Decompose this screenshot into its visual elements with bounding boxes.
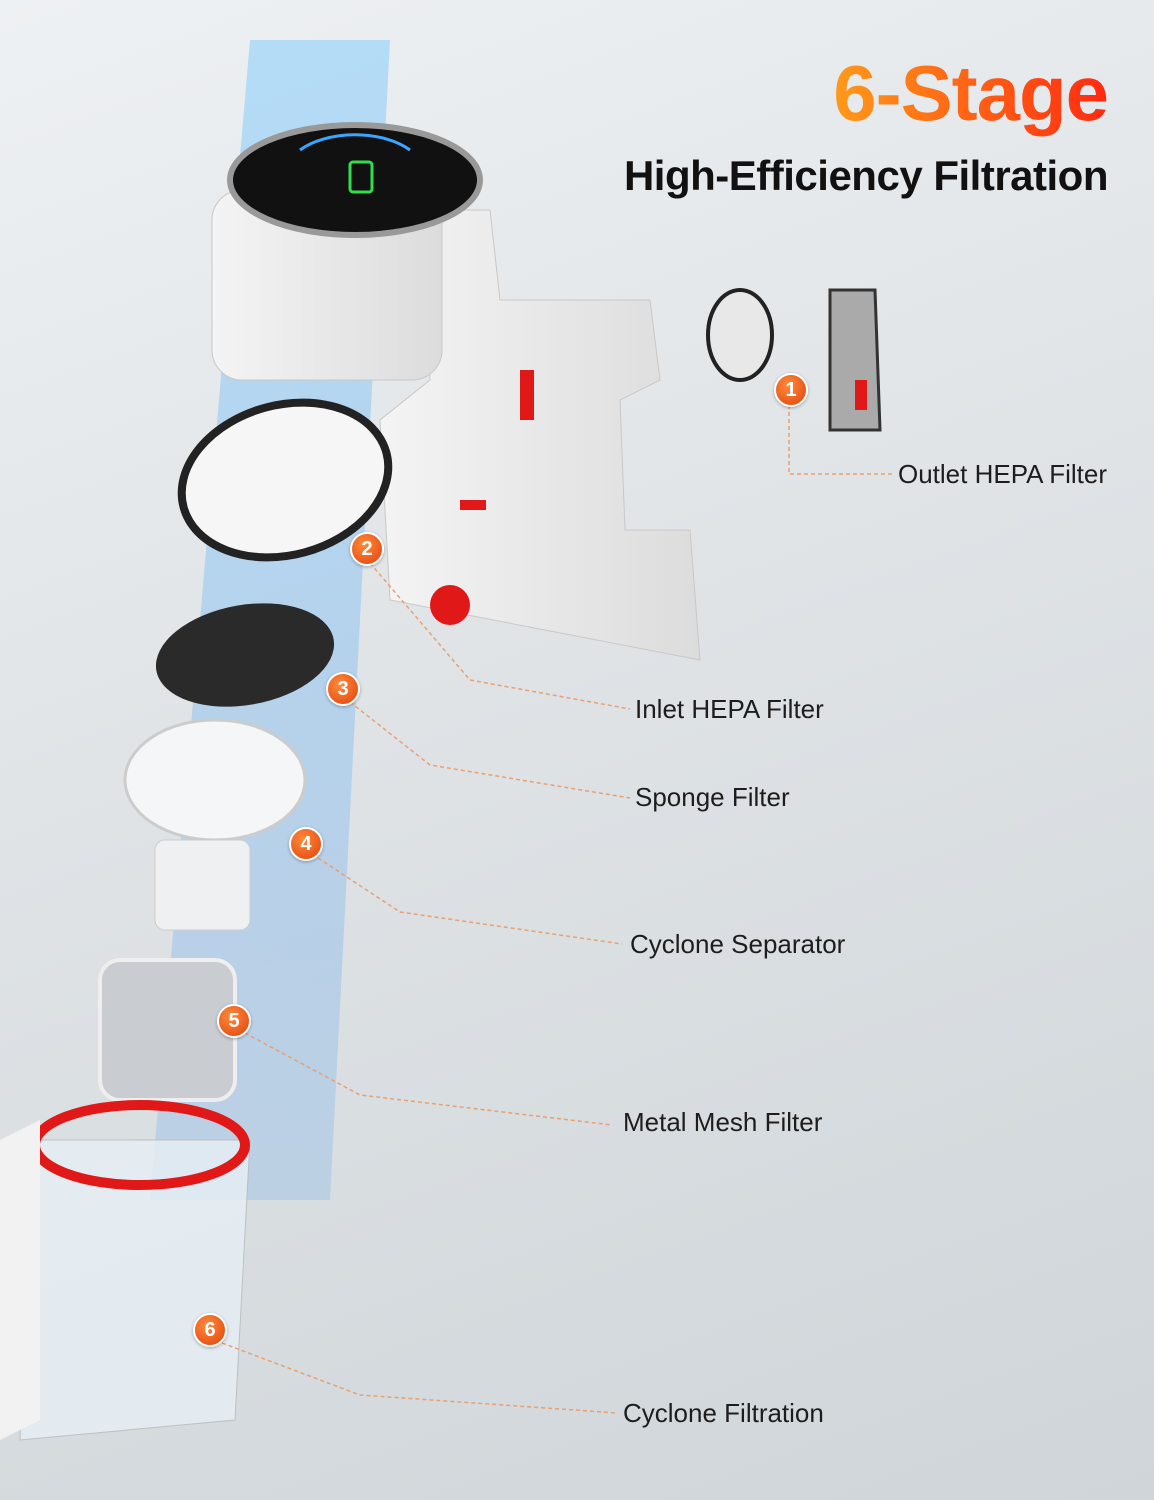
leader-lines bbox=[221, 405, 893, 1414]
cyclone-separator bbox=[123, 718, 307, 842]
vacuum-handle bbox=[379, 209, 701, 661]
stage-badge-1: 1 bbox=[774, 373, 808, 407]
headline-subtitle: High-Efficiency Filtration bbox=[623, 152, 1109, 199]
inlet-hepa-filter bbox=[177, 398, 393, 562]
stage-label-4: Cyclone Separator bbox=[630, 929, 846, 959]
stage-badge-3: 3 bbox=[326, 672, 360, 706]
stage-label-5: Metal Mesh Filter bbox=[623, 1107, 823, 1137]
release-button bbox=[430, 585, 470, 625]
stage-badge-5: 5 bbox=[217, 1004, 251, 1038]
stage-label-3: Sponge Filter bbox=[635, 782, 790, 812]
headline-title: 6-Stage bbox=[833, 49, 1109, 137]
display-panel bbox=[227, 122, 483, 238]
trigger-button bbox=[520, 370, 534, 420]
sponge-filter bbox=[155, 603, 335, 707]
stage-badge-2: 2 bbox=[350, 532, 384, 566]
stage-label-6: Cyclone Filtration bbox=[623, 1398, 824, 1428]
stage-label-1: Outlet HEPA Filter bbox=[898, 459, 1108, 489]
stage-badge-4: 4 bbox=[289, 827, 323, 861]
metal-mesh-filter bbox=[98, 958, 237, 1102]
stage-badge-6: 6 bbox=[193, 1313, 227, 1347]
stage-label-2: Inlet HEPA Filter bbox=[635, 694, 824, 724]
outlet-hepa-filter bbox=[706, 288, 774, 382]
